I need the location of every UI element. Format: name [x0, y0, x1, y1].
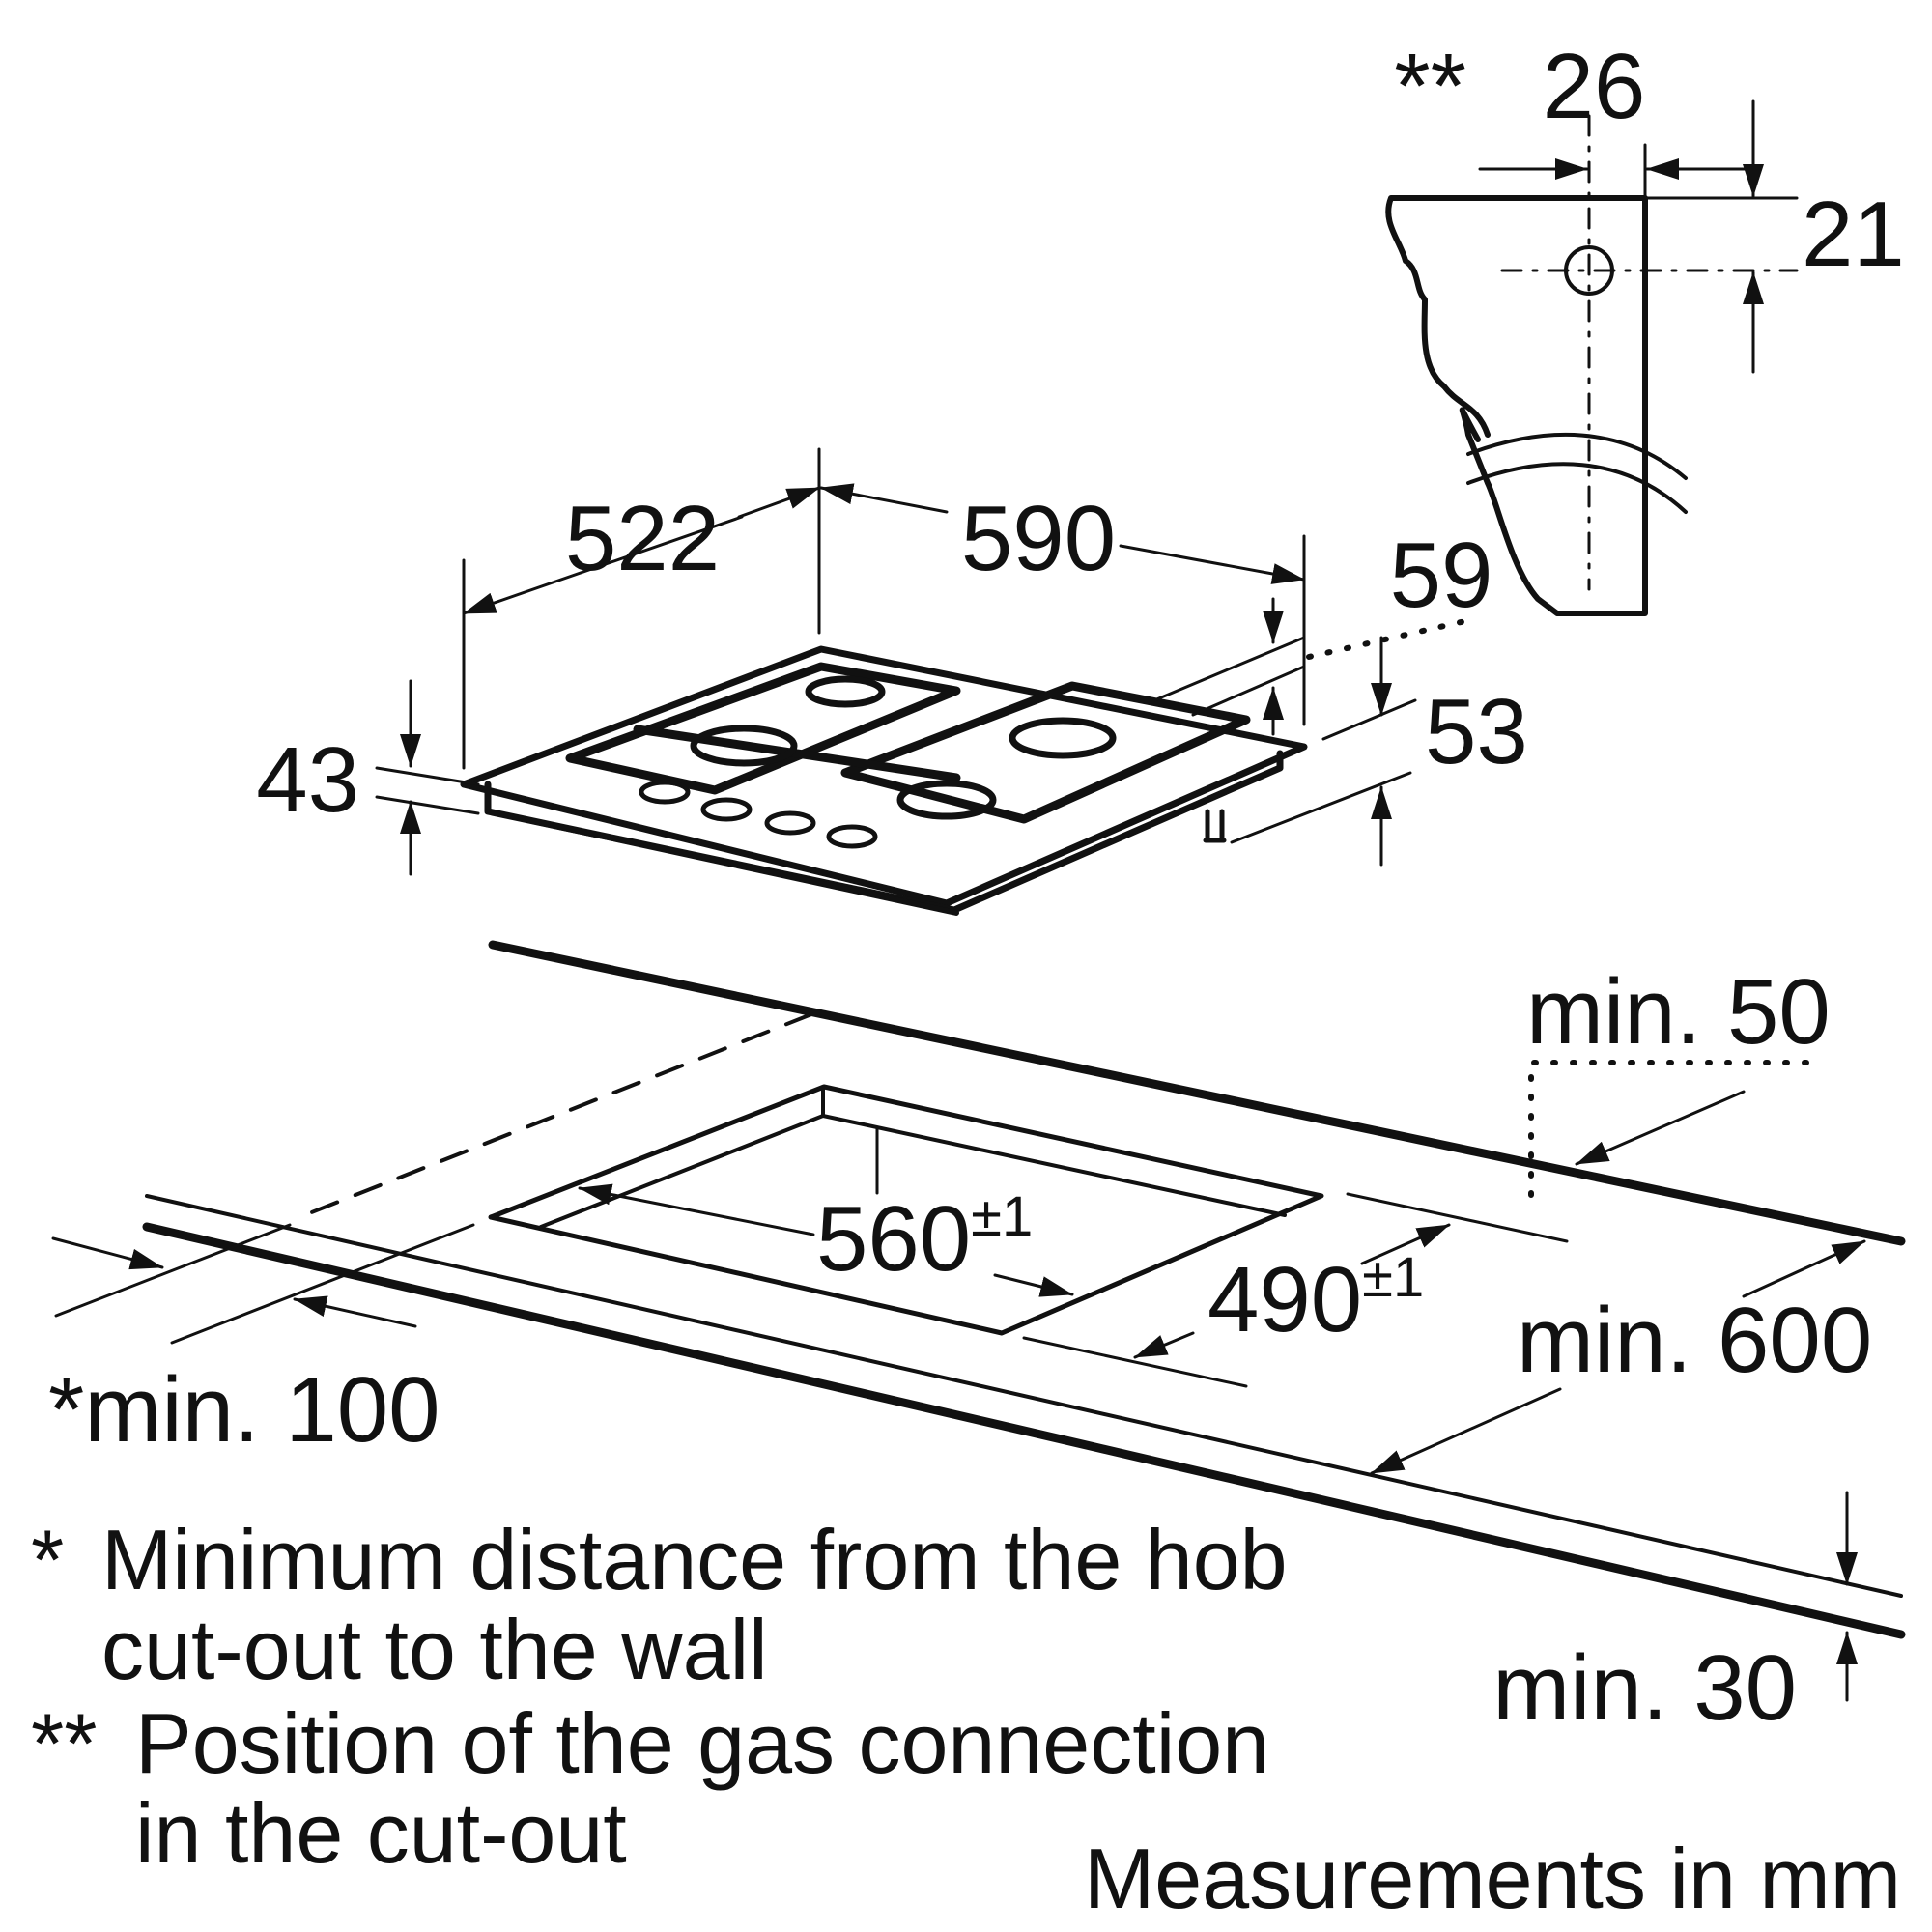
gas-connector-icon	[1203, 809, 1227, 843]
dim-label-min50: min. 50	[1526, 960, 1831, 1064]
worktop-dimensions: min. 50 min. 600 *min. 100 min. 30	[48, 960, 1872, 1740]
cut-out-inner-edge	[539, 1085, 1287, 1229]
dim-tolerance-490: ±1	[1362, 1246, 1424, 1309]
dim-extension-490-bottom	[1022, 1336, 1248, 1388]
dim-arrow-590-right	[1119, 544, 1306, 584]
dim-extension-59-bottom	[1191, 665, 1306, 717]
worktop-rear-edge	[488, 940, 1906, 1246]
footnote-2-line-1: Position of the gas connection	[135, 1695, 1269, 1791]
dim-label-490: 490±1	[1208, 1246, 1424, 1351]
hob-top-outline	[460, 645, 1308, 907]
burner-front-left	[690, 724, 798, 767]
worktop-hidden-edge	[293, 1012, 813, 1221]
dim-label-590: 590	[961, 487, 1116, 590]
dim-arrow-560-left	[578, 1183, 815, 1236]
dim-arrow-min600-front	[1370, 1387, 1562, 1475]
dim-arrow-min600-rear	[1742, 1239, 1866, 1298]
footnote-1-line-1: Minimum distance from the hob	[101, 1512, 1288, 1607]
dim-label-59: 59	[1390, 524, 1493, 627]
units-caption: Measurements in mm	[1084, 1831, 1901, 1926]
dim-extension-43-top	[375, 766, 480, 786]
pan-support-divider	[633, 724, 961, 782]
gas-hob	[460, 645, 1308, 916]
dim-arrow-min100-left	[51, 1236, 164, 1270]
dim-label-min30: min. 30	[1492, 1636, 1797, 1740]
dim-label-26: 26	[1543, 35, 1646, 138]
dim-arrow-560-right	[993, 1273, 1074, 1297]
dim-extension-53-top	[1321, 698, 1417, 741]
dim-arrow-522-left	[462, 515, 744, 615]
knob-icon	[639, 780, 691, 805]
footnote-2-marker: **	[31, 1695, 98, 1791]
worktop-front-edge-top	[145, 1194, 1903, 1598]
burner-front-right	[896, 780, 997, 820]
worktop	[142, 940, 1906, 1639]
dim-extension-min100-left	[54, 1223, 292, 1318]
dim-label-560: 560±1	[816, 1185, 1033, 1291]
footnote-1-marker: *	[31, 1512, 64, 1607]
dim-value-490: 490	[1208, 1248, 1362, 1351]
pan-support-right	[840, 681, 1251, 824]
connection-bracket-outline	[1385, 195, 1648, 616]
dim-tolerance-560: ±1	[971, 1185, 1033, 1248]
dim-arrow-590-left	[819, 483, 949, 514]
gas-connection-marker: **	[1394, 35, 1466, 138]
knob-icon	[700, 797, 753, 822]
burner-rear-left	[805, 675, 886, 708]
dim-arrow-490-bottom	[1133, 1331, 1195, 1359]
dim-dotted-min50	[1528, 1060, 1809, 1206]
dim-extension-43-bottom	[375, 795, 480, 815]
dim-label-min100: *min. 100	[48, 1358, 440, 1462]
dim-label-522: 522	[565, 487, 720, 590]
dim-extension-min100-right	[170, 1223, 475, 1345]
dim-arrow-522-right	[737, 486, 821, 519]
cut-out-outline	[488, 1084, 1324, 1336]
knob-icon	[764, 810, 816, 836]
burner-rear-right	[1009, 717, 1117, 759]
hob-bottom-edge	[485, 809, 959, 916]
dim-extension-53-bottom	[1230, 771, 1412, 844]
footnote-1-line-2: cut-out to the wall	[101, 1602, 768, 1697]
dim-arrow-490-top	[1360, 1223, 1451, 1265]
dim-label-min600: min. 600	[1517, 1289, 1872, 1392]
hob-dimensions: 522 590 43 59 53	[256, 447, 1528, 876]
worktop-front-edge-bottom	[142, 1222, 1906, 1639]
knob-icon	[826, 824, 878, 849]
control-knobs	[639, 780, 878, 849]
pan-support-left	[565, 662, 961, 795]
cut-out: 560±1 490±1	[488, 1084, 1569, 1388]
dim-value-560: 560	[816, 1187, 971, 1291]
dim-label-53: 53	[1425, 680, 1528, 783]
dim-extension-490-top	[1346, 1192, 1569, 1243]
dim-arrow-min100-right	[293, 1295, 417, 1328]
dim-arrow-min50	[1575, 1090, 1746, 1166]
dim-label-21: 21	[1802, 183, 1905, 286]
gas-connection-point	[1564, 245, 1614, 296]
footnotes: * Minimum distance from the hob cut-out …	[31, 1512, 1288, 1881]
gas-connection-detail: ** 26 21	[1385, 35, 1905, 616]
footnote-2-line-2: in the cut-out	[135, 1785, 627, 1881]
dim-extension-59-top	[1152, 636, 1306, 702]
dim-label-43: 43	[256, 728, 359, 832]
break-line	[1466, 432, 1688, 514]
